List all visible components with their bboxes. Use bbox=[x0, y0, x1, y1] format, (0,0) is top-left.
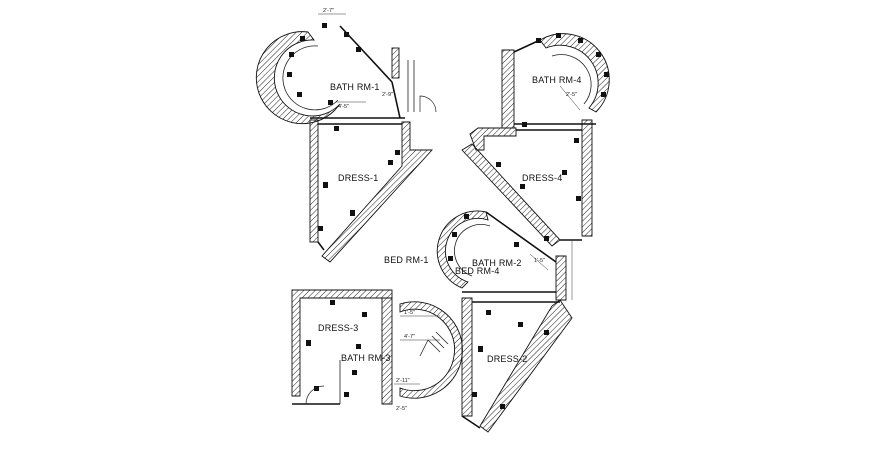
wing-2-bath: 1'-5" bbox=[436, 210, 573, 301]
dim-label-6: 1'-5" bbox=[404, 310, 415, 316]
room-label-bath-rm-4: BATH RM-4 bbox=[532, 75, 582, 85]
room-label-dress-3: DRESS-3 bbox=[318, 323, 358, 333]
room-label-bed-rm-1: BED RM-1 bbox=[384, 255, 429, 265]
bath-rm-2-diag-wall bbox=[485, 211, 557, 263]
dim-label-4: 1'-5" bbox=[534, 258, 545, 264]
dim-label-2: 4'-5" bbox=[338, 104, 349, 110]
bath-rm-1-stub-wall bbox=[391, 47, 400, 79]
bath-rm-2-right-wall bbox=[555, 255, 567, 301]
bath-rm-4-inner-arc bbox=[551, 54, 592, 105]
room-label-dress-2: DRESS-2 bbox=[487, 354, 527, 364]
dress-1-diag-wall bbox=[321, 121, 434, 263]
room-label-bath-rm-2: BATH RM-2 bbox=[472, 258, 522, 268]
dim-line-3 bbox=[559, 85, 581, 111]
dress-3-columns bbox=[306, 300, 367, 397]
dress-2-columns bbox=[472, 310, 549, 409]
dress-1-corner bbox=[317, 241, 325, 251]
bath-rm-4-curved-wall bbox=[539, 33, 610, 113]
dim-label-9: 2'-5" bbox=[396, 406, 407, 412]
dim-label-7: 4'-7" bbox=[404, 334, 415, 340]
dress-2-diag-wall bbox=[479, 299, 573, 433]
dress-3-door bbox=[305, 385, 325, 405]
room-label-dress-1: DRESS-1 bbox=[338, 173, 378, 183]
dim-label-3: 2'-5" bbox=[566, 92, 577, 98]
wing-4: 2'-5" bbox=[461, 33, 610, 247]
dress-4-right-wall bbox=[581, 119, 593, 237]
room-label-bath-rm-3: BATH RM-3 bbox=[341, 353, 391, 363]
bath-rm-4-columns bbox=[522, 33, 609, 127]
bath-rm-1-door bbox=[419, 95, 437, 113]
bath-rm-3-curved-wall bbox=[399, 301, 463, 399]
bath-rm-1-side-wall bbox=[391, 81, 401, 119]
bath-rm-2-curved-wall bbox=[436, 210, 489, 289]
room-label-dress-4: DRESS-4 bbox=[522, 173, 562, 183]
dress-1-columns bbox=[318, 126, 400, 231]
bath-rm-1-curved-wall bbox=[255, 31, 341, 125]
bath-rm-4-top-wall bbox=[513, 39, 541, 53]
wing-1: 2'-7" 4'-5" bbox=[255, 8, 437, 263]
dim-label-8: 2'-11" bbox=[396, 378, 410, 384]
room-label-bed-rm-4: BED RM-4 bbox=[455, 266, 500, 276]
dress-3-outer-wall bbox=[291, 289, 393, 397]
bath-rm-1-inner-arc bbox=[282, 45, 339, 111]
bath-rm-3-steps bbox=[419, 331, 449, 357]
bath-rm-1-columns bbox=[287, 23, 361, 105]
dim-label-5: 2'-9" bbox=[382, 92, 393, 98]
dress-4-top-left bbox=[469, 127, 517, 151]
dim-label-1: 2'-7" bbox=[323, 8, 334, 14]
dim-line-4 bbox=[529, 253, 549, 271]
dress-2-left-wall bbox=[461, 297, 473, 417]
wing-3: 1'-5" 4'-7" 2'-11" bbox=[291, 289, 463, 405]
dress-4-columns bbox=[496, 138, 581, 201]
bath-rm-3-right-wall bbox=[381, 297, 393, 405]
dress-1-left-wall bbox=[309, 119, 319, 243]
bath-rm-2-columns bbox=[448, 214, 549, 261]
room-label-bath-rm-1: BATH RM-1 bbox=[330, 82, 380, 92]
bath-rm-4-left-wall bbox=[501, 49, 515, 129]
wing-2-dress bbox=[461, 297, 573, 433]
bath-rm-2-inner-arc bbox=[454, 224, 491, 277]
dress-2-corner bbox=[461, 415, 481, 429]
